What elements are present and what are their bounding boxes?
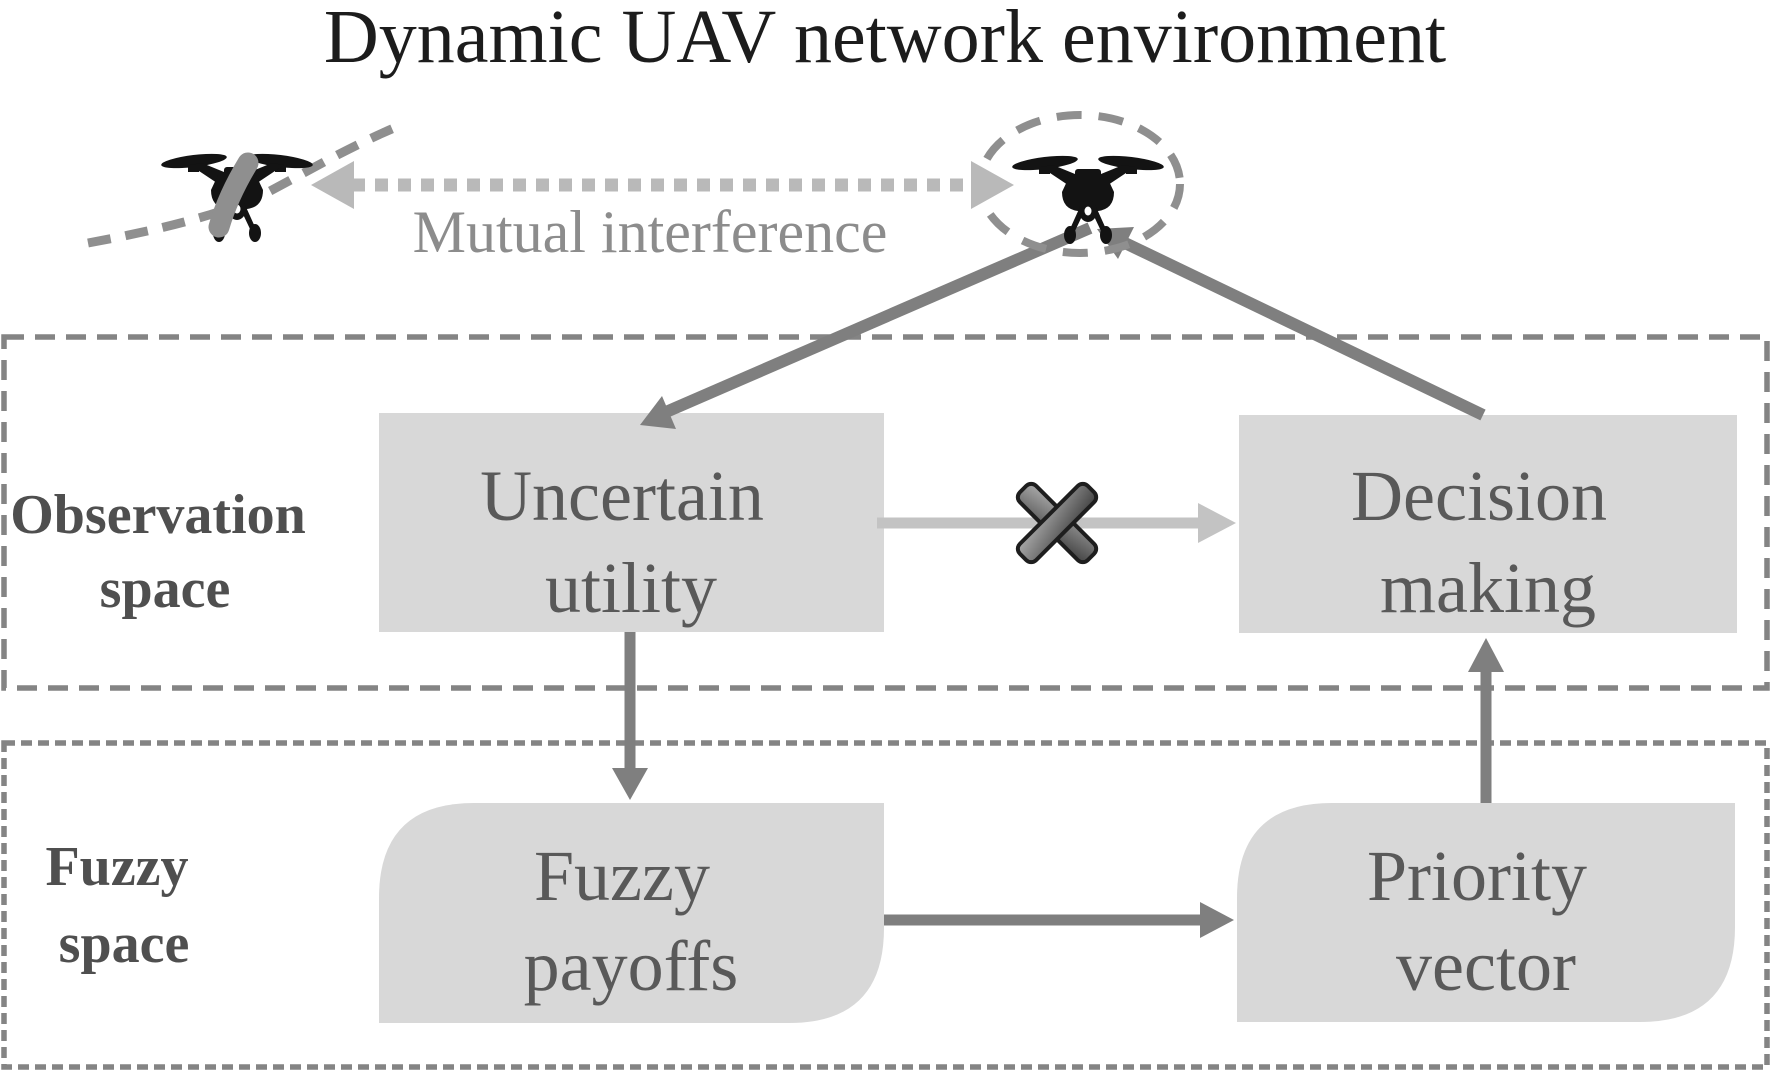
trajectory-arc-icon bbox=[87, 123, 396, 248]
fuzzy-space-box bbox=[1, 740, 1770, 1070]
interference-arrowhead-left bbox=[311, 161, 354, 209]
fuzzy-payoffs-line1: Fuzzy bbox=[534, 836, 710, 916]
mutual-interference-arrow bbox=[311, 161, 1014, 209]
priority-vector-line2: vector bbox=[1396, 926, 1576, 1006]
fuzzy-space-label-line2: space bbox=[59, 913, 190, 975]
uncertain-utility-line2: utility bbox=[545, 548, 717, 628]
fuzzy-space-label: Fuzzy space bbox=[45, 836, 202, 975]
fuzzy-space-label-line1: Fuzzy bbox=[45, 836, 188, 898]
uncertain-utility-label: Uncertain utility bbox=[480, 456, 782, 628]
observation-space-label-line1: Observation bbox=[10, 484, 306, 546]
arrow-uncertain-to-fuzzy bbox=[612, 632, 648, 800]
observation-space-label-line2: space bbox=[100, 558, 231, 620]
node-fuzzy-payoffs bbox=[379, 803, 884, 1023]
blocked-cross-icon bbox=[1015, 481, 1099, 565]
fuzzy-payoffs-label: Fuzzy payoffs bbox=[524, 836, 739, 1006]
arrow-fuzzy-to-priority bbox=[884, 902, 1234, 938]
fuzzy-payoffs-line2: payoffs bbox=[524, 926, 739, 1006]
uncertain-utility-line1: Uncertain bbox=[480, 456, 764, 536]
priority-vector-line1: Priority bbox=[1367, 836, 1587, 916]
mutual-interference-label: Mutual interference bbox=[413, 199, 888, 265]
node-decision-making bbox=[1239, 415, 1737, 633]
node-uncertain-utility bbox=[379, 413, 884, 632]
arrow-priority-to-decision bbox=[1468, 638, 1504, 803]
arrow-uncertain-to-decision-blocked bbox=[877, 503, 1236, 543]
observation-space-box bbox=[1, 334, 1770, 691]
interference-arrowhead-right bbox=[971, 161, 1014, 209]
node-priority-vector bbox=[1237, 803, 1735, 1022]
priority-vector-label: Priority vector bbox=[1367, 836, 1605, 1006]
trajectory-band-over-drone bbox=[208, 152, 259, 238]
arrow-decision-to-drone bbox=[1097, 227, 1486, 421]
decision-making-line1: Decision bbox=[1351, 456, 1607, 536]
decision-making-label: Decision making bbox=[1351, 456, 1625, 628]
page-title: Dynamic UAV network environment bbox=[324, 0, 1446, 79]
observation-space-label: Observation space bbox=[10, 484, 320, 620]
arrow-drone-to-uncertain bbox=[640, 222, 1093, 429]
decision-making-line2: making bbox=[1380, 548, 1596, 628]
